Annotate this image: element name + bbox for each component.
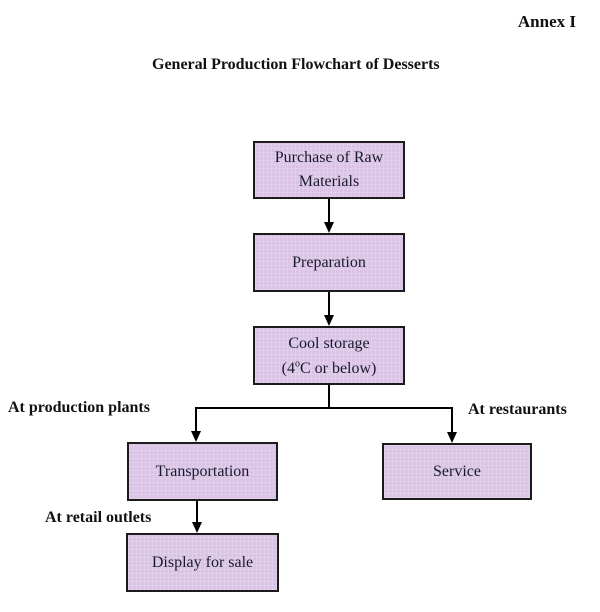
annotation-at-retail-outlets: At retail outlets bbox=[45, 509, 152, 526]
flow-node-preparation: Preparation bbox=[253, 233, 405, 292]
arrow-down-icon bbox=[324, 315, 334, 326]
flow-node-label: Preparation bbox=[292, 253, 366, 271]
connector-branch-to-transportation bbox=[195, 407, 197, 432]
flow-node-display-for-sale: Display for sale bbox=[126, 533, 279, 592]
connector-branch-to-service bbox=[451, 407, 453, 433]
connector-preparation-to-cool-storage bbox=[328, 292, 330, 316]
degree-superscript: o bbox=[294, 358, 300, 370]
flow-node-label: Purchase of Raw Materials bbox=[274, 149, 384, 190]
flow-node-cool-storage: Cool storage (4oC or below) bbox=[253, 326, 405, 385]
flow-node-purchase-raw-materials: Purchase of Raw Materials bbox=[253, 141, 405, 199]
arrow-down-icon bbox=[324, 222, 334, 233]
flow-node-service: Service bbox=[382, 443, 532, 500]
flow-node-transportation: Transportation bbox=[127, 442, 278, 501]
annotation-at-restaurants: At restaurants bbox=[468, 401, 567, 418]
cool-storage-line1: Cool storage bbox=[288, 334, 370, 352]
annotation-at-production-plants: At production plants bbox=[8, 399, 150, 416]
cool-storage-line2-prefix: (4 bbox=[281, 359, 295, 377]
connector-cool-storage-to-branch bbox=[328, 385, 330, 409]
branch-horizontal-line bbox=[195, 407, 453, 409]
annex-label: Annex I bbox=[517, 12, 576, 31]
arrow-down-icon bbox=[447, 432, 457, 443]
arrow-down-icon bbox=[191, 431, 201, 442]
arrow-down-icon bbox=[192, 522, 202, 533]
flow-node-label: Cool storage (4oC or below) bbox=[282, 331, 377, 381]
cool-storage-line2-suffix: C or below) bbox=[299, 359, 377, 377]
flow-node-label: Service bbox=[433, 462, 481, 480]
connector-transportation-to-display bbox=[196, 500, 198, 523]
flow-node-label: Transportation bbox=[155, 462, 250, 480]
flow-node-label: Display for sale bbox=[151, 553, 254, 571]
connector-purchase-to-preparation bbox=[328, 199, 330, 223]
page-title: General Production Flowchart of Desserts bbox=[152, 56, 440, 73]
